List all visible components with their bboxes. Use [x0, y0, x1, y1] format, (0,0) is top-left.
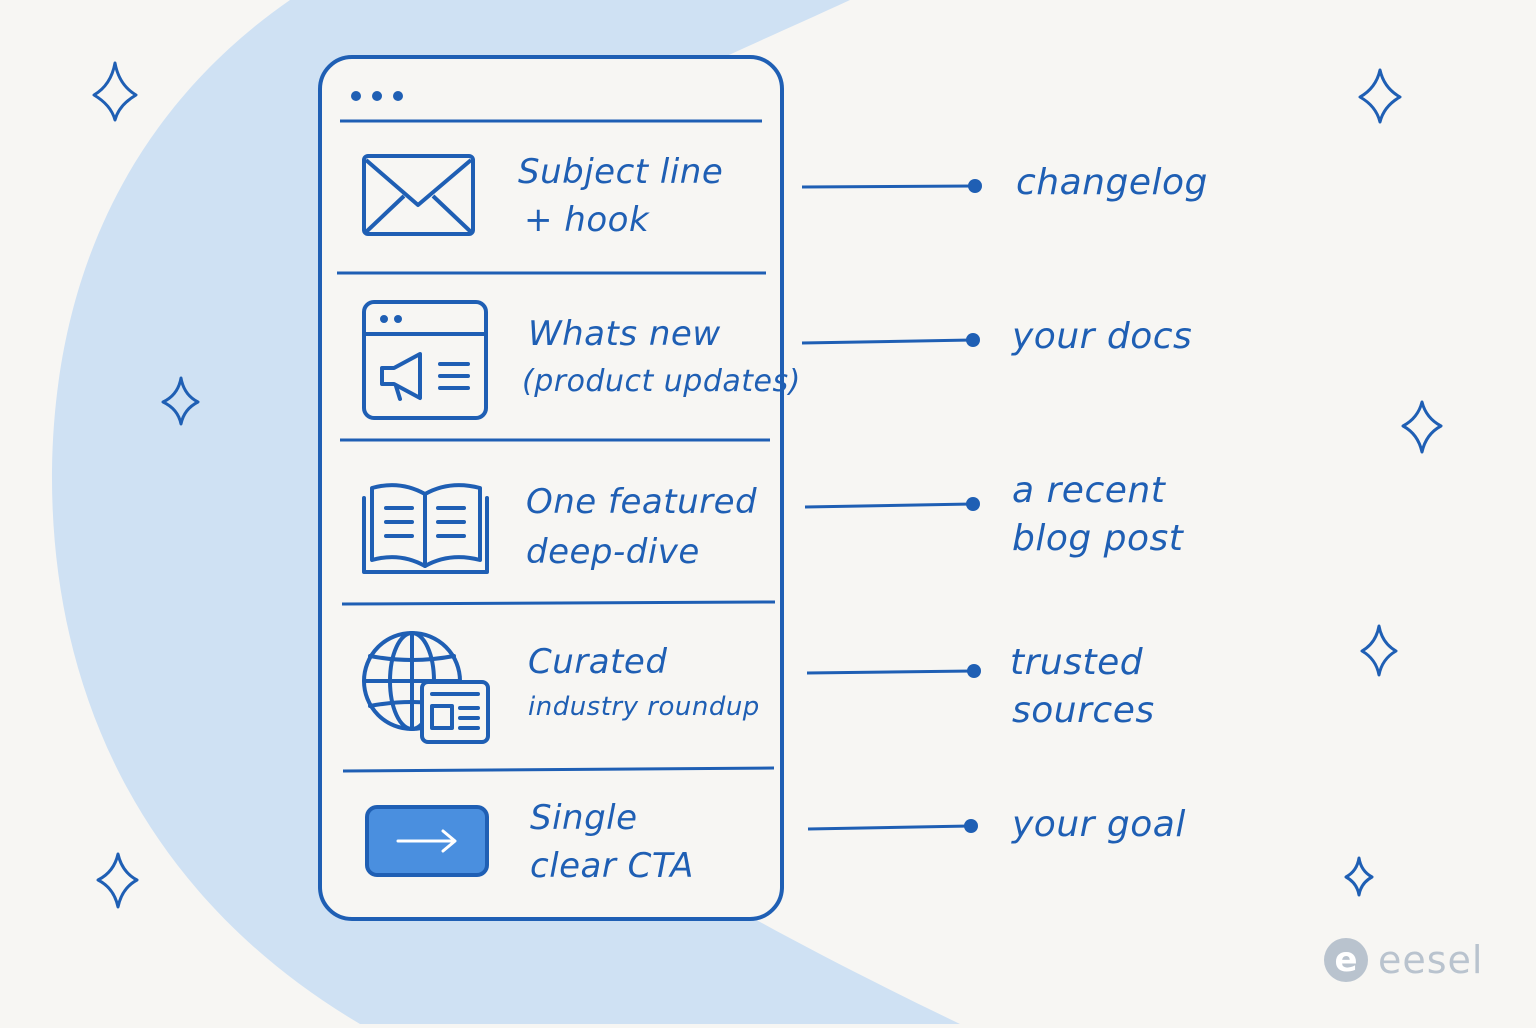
open-book-icon	[362, 483, 489, 574]
sparkle-icon	[1344, 856, 1374, 897]
brand-mark-icon: e	[1324, 938, 1368, 982]
sparkle-icon	[1401, 400, 1443, 454]
window-dots	[351, 91, 403, 101]
row-subtitle: clear CTA	[530, 846, 694, 886]
background-blob	[51, 0, 961, 1024]
megaphone-browser-icon	[362, 300, 488, 420]
source-label: a recent	[1012, 470, 1166, 511]
envelope-icon	[362, 154, 475, 236]
connector	[804, 497, 980, 511]
row-title: Whats new	[528, 314, 721, 354]
connector	[801, 179, 982, 193]
brand-name: eesel	[1378, 938, 1484, 982]
globe-newspaper-icon	[362, 631, 490, 744]
row-title: Single	[530, 798, 638, 838]
source-label: changelog	[1016, 162, 1208, 203]
row-divider	[341, 600, 776, 606]
brand-logo: e eesel	[1324, 938, 1484, 982]
connector	[807, 819, 978, 833]
browser-dots	[380, 315, 402, 323]
source-label: sources	[1012, 690, 1155, 731]
sparkle-icon	[92, 61, 138, 122]
connector	[801, 333, 980, 347]
row-title: Subject line	[518, 152, 724, 192]
connector	[806, 664, 981, 678]
source-label: your goal	[1012, 804, 1186, 845]
sparkle-icon	[161, 376, 200, 426]
row-subtitle: + hook	[524, 200, 650, 240]
source-label: your docs	[1012, 316, 1193, 357]
row-subtitle: (product updates)	[522, 364, 801, 399]
row-subtitle: deep-dive	[526, 532, 700, 572]
source-label: trusted	[1010, 642, 1144, 683]
row-subtitle: industry roundup	[528, 692, 760, 722]
sparkle-icon	[1360, 624, 1398, 677]
arrow-button-icon	[365, 805, 489, 877]
row-title: One featured	[526, 482, 758, 522]
sparkle-icon	[96, 852, 139, 909]
sparkle-icon	[1358, 68, 1402, 124]
source-label: blog post	[1012, 518, 1184, 559]
row-divider	[342, 766, 775, 773]
row-title: Curated	[528, 642, 668, 682]
